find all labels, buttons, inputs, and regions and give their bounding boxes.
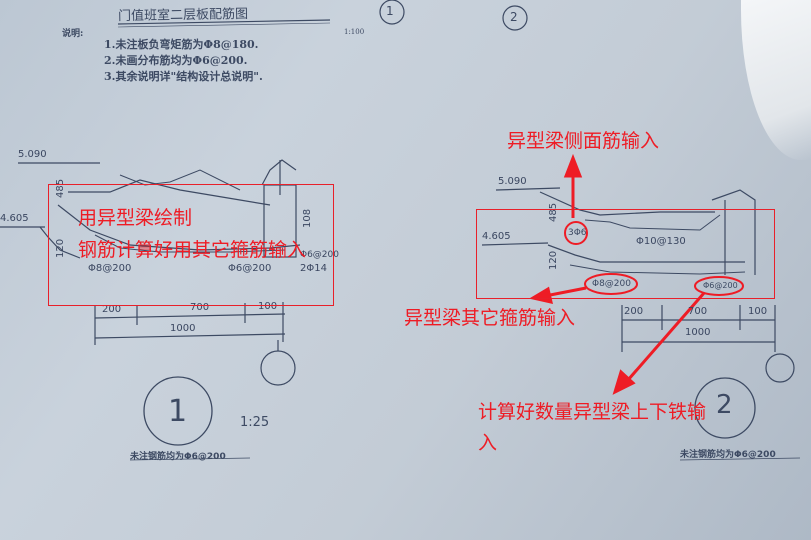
left-slab-top: [68, 179, 271, 206]
left-section-scale: 1:25: [240, 415, 270, 430]
arrow-top-bottom: [626, 292, 706, 381]
right-axis-bubble: [765, 353, 795, 383]
left-rebar-b: Φ6@200: [228, 263, 272, 274]
right-slab-top: [539, 191, 715, 216]
right-dim-100: 100: [748, 306, 768, 317]
title-underline-2: [117, 22, 331, 28]
left-dim-200: 200: [102, 304, 122, 315]
left-total-line: [94, 333, 286, 339]
title-underline: [117, 19, 331, 25]
drawing-title: 门值班室二层板配筋图: [117, 6, 249, 25]
right-side-bars: 3Φ6: [568, 228, 587, 238]
right-slab-bottom: [547, 244, 745, 263]
right-dim-200: 200: [624, 306, 644, 317]
annotation-top-bottom-line2: 入: [478, 432, 498, 454]
left-slab-lower: [39, 226, 81, 259]
right-section-circle: [694, 377, 756, 439]
annotation-left-line1: 用异型梁绘制: [78, 207, 193, 229]
right-elev-top: 5.090: [498, 176, 527, 187]
ellipse-side-bars: [564, 221, 588, 245]
annotation-left-line2: 钢筋计算好用其它箍筋输入: [78, 239, 307, 261]
left-annotation-box: [48, 184, 334, 306]
axis-bubble-2: [502, 5, 528, 31]
left-footnote: 未注钢筋均为Φ6@200: [130, 452, 226, 462]
right-elev-bottom: 4.605: [482, 231, 511, 242]
right-section-number: 2: [716, 390, 733, 420]
axis-label-1: 1: [386, 4, 394, 18]
annotation-side-bars: 异型梁侧面筋输入: [507, 130, 660, 152]
right-rebar-top: [584, 214, 721, 231]
left-section-number: 1: [168, 394, 188, 429]
left-axis-bubble: [260, 350, 296, 386]
note-1: 1.未注板负弯矩筋为Φ8@180.: [104, 38, 259, 51]
left-dim-100: 100: [258, 301, 278, 312]
right-dim-700: 700: [688, 306, 708, 317]
annotation-top-bottom-line1: 计算好数量异型梁上下铁输: [478, 401, 707, 423]
annotation-other-stirrups: 异型梁其它箍筋输入: [404, 307, 576, 329]
left-slab-bottom: [57, 204, 301, 251]
arrow-other-stirrups: [544, 286, 587, 298]
right-annotation-box: [476, 209, 775, 299]
left-beam-top: [261, 159, 297, 186]
ellipse-top-bottom: [694, 276, 744, 296]
title-scale: 1:100: [344, 28, 365, 36]
left-rebar-top: [119, 169, 241, 191]
axis-bubble-1: [379, 0, 405, 25]
left-elev-top: 5.090: [18, 149, 47, 160]
left-dim-line: [94, 313, 286, 319]
notes-heading: 说明:: [62, 29, 84, 39]
note-3: 3.其余说明详"结构设计总说明".: [104, 70, 263, 83]
left-elev-bottom: 4.605: [0, 213, 29, 224]
left-rebar-d: 2Φ14: [300, 263, 327, 274]
ellipse-other-stirrups: [584, 273, 638, 295]
right-rebar-bottom: [569, 264, 746, 275]
left-total: 1000: [170, 323, 196, 334]
right-elev-top-line: [495, 187, 561, 191]
axis-label-2: 2: [510, 10, 518, 24]
left-dim-700: 700: [190, 302, 210, 313]
right-elev-bottom-line: [481, 242, 549, 246]
right-rebar-b: Φ6@200: [703, 281, 738, 290]
right-rebar-a: Φ8@200: [592, 279, 631, 289]
left-section-circle: [143, 376, 213, 446]
left-rebar-a: Φ8@200: [88, 263, 132, 274]
left-rebar-c: Φ6@200: [300, 250, 339, 260]
right-footnote: 未注钢筋均为Φ6@200: [680, 450, 776, 460]
left-rebar-bottom: [94, 234, 286, 253]
note-2: 2.未画分布筋均为Φ6@200.: [104, 54, 248, 67]
right-beam-outline: [711, 189, 756, 275]
right-rebar-top: Φ10@130: [636, 236, 686, 247]
right-total: 1000: [685, 327, 711, 338]
